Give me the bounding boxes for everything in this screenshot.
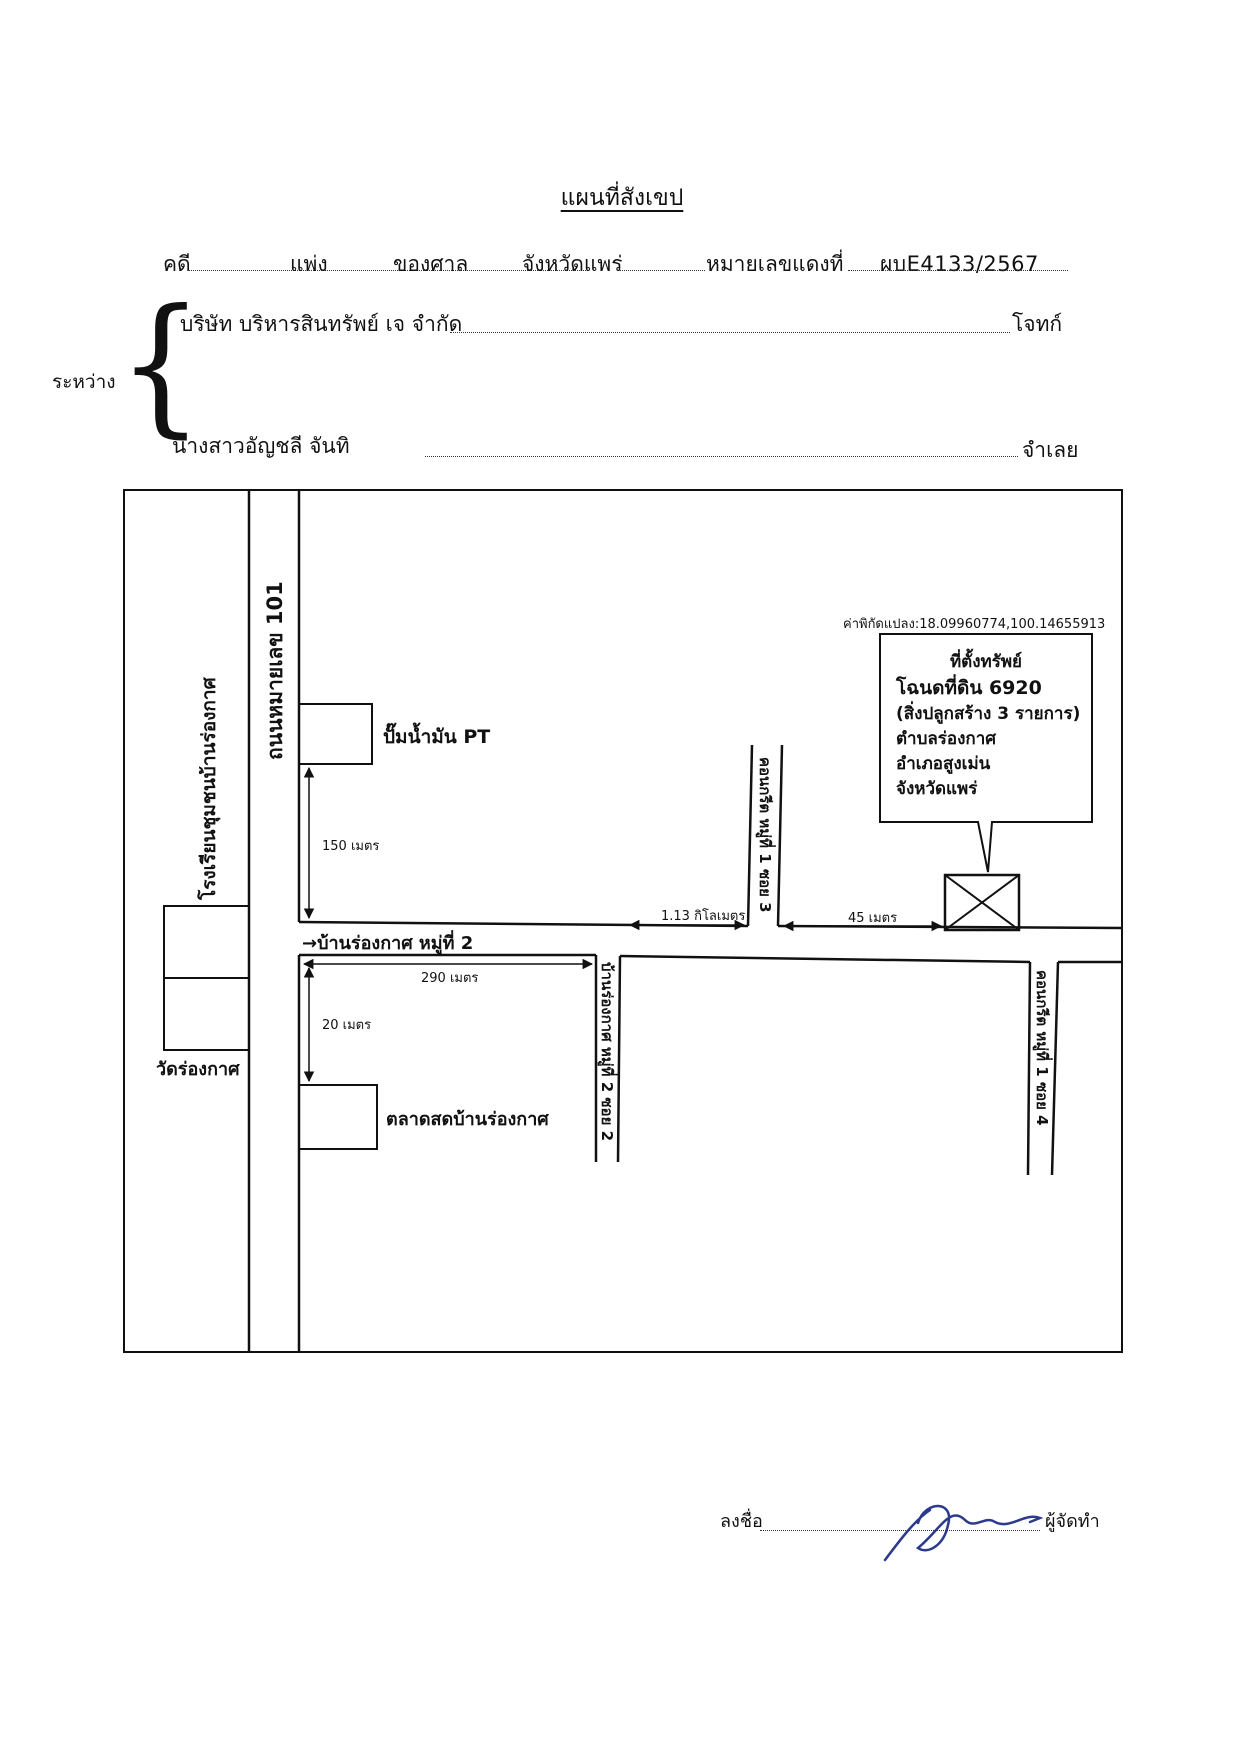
defendant-dotline (425, 456, 1018, 457)
defendant-role: จำเลย (1022, 438, 1079, 462)
soi3-edge-left (746, 744, 754, 927)
callout-subdistrict: ตำบลร่องกาศ (896, 729, 997, 749)
soi3-edge-right (776, 744, 784, 927)
property-marker (943, 873, 1021, 932)
soi3-label: คอนกรีต หมู่ที่ 1 ซอย 3 (755, 757, 776, 913)
village-road-label: →บ้านร่องกาศ หมู่ที่ 2 (302, 930, 473, 955)
highway-label: ถนนหมายเลข 101 (263, 581, 287, 760)
court-name: จังหวัดแพร่ (522, 252, 623, 276)
callout-district: อำเภอสูงเม่น (896, 754, 991, 775)
maker-role: ผู้จัดทำ (1045, 1511, 1100, 1532)
soi4-label: คอนกรีต หมู่ที่ 1 ซอย 4 (1032, 970, 1053, 1126)
court-label: ของศาล (393, 252, 469, 276)
property-callout (879, 633, 1093, 873)
market-label: ตลาดสดบ้านร่องกาศ (386, 1109, 549, 1130)
between-label: ระหว่าง (52, 371, 116, 393)
soi2-edge-right (616, 955, 622, 1163)
signature-dotline (760, 1530, 1040, 1531)
gas-station-box (298, 703, 373, 765)
signature-scribble (883, 1504, 1044, 1562)
red-number-dotline (848, 270, 1068, 271)
dist-1-13-label: 1.13 กิโลเมตร (661, 908, 745, 924)
dist-150-label: 150 เมตร (322, 839, 379, 854)
red-number: ผบE4133/2567 (880, 252, 1039, 276)
temple-label: วัดร่องกาศ (156, 1059, 240, 1080)
map-frame (123, 489, 1123, 1353)
plaintiff-role: โจทก์ (1012, 312, 1063, 336)
callout-title: ที่ตั้งทรัพย์ (950, 648, 1022, 672)
temple-box (163, 977, 250, 1051)
red-number-label: หมายเลขแดงที่ (706, 252, 844, 276)
plaintiff-name: บริษัท บริหารสินทรัพย์ เจ จำกัด (180, 312, 463, 336)
school-label: โรงเรียนชุมชนบ้านร่องกาศ (197, 676, 221, 901)
soi2-label: บ้านร่องกาศ หมู่ที่ 2 ซอย 2 (597, 962, 618, 1141)
callout-deed: โฉนดที่ดิน 6920 (895, 674, 1042, 699)
page-title: แผนที่สังเขป (560, 185, 684, 211)
case-label: คดี (163, 252, 191, 276)
dist-20-label: 20 เมตร (322, 1018, 371, 1033)
defendant-name: นางสาวอัญชลี จันทิ (172, 434, 350, 458)
village-road-lower-b (619, 954, 1031, 964)
callout-province: จังหวัดแพร่ (896, 779, 978, 799)
school-box (163, 905, 250, 979)
sign-label: ลงชื่อ (720, 1511, 763, 1532)
coords-label: ค่าพิกัดแปลง:18.09960774,100.14655913 (843, 617, 1105, 632)
market-box (298, 1084, 378, 1150)
dist-45-label: 45 เมตร (848, 911, 897, 926)
plaintiff-dotline (450, 332, 1010, 333)
curly-brace-icon: { (117, 278, 204, 452)
case-type: แพ่ง (290, 252, 328, 276)
case-dotline (188, 270, 588, 271)
court-dotline (620, 270, 705, 271)
soi4-edge-right (1050, 961, 1060, 1176)
soi4-edge-left (1026, 961, 1032, 1176)
gas-station-label: ปั๊มน้ำมัน PT (383, 722, 490, 748)
dist-290-label: 290 เมตร (421, 971, 478, 986)
callout-buildings: (สิ่งปลูกสร้าง 3 รายการ) (896, 701, 1080, 725)
